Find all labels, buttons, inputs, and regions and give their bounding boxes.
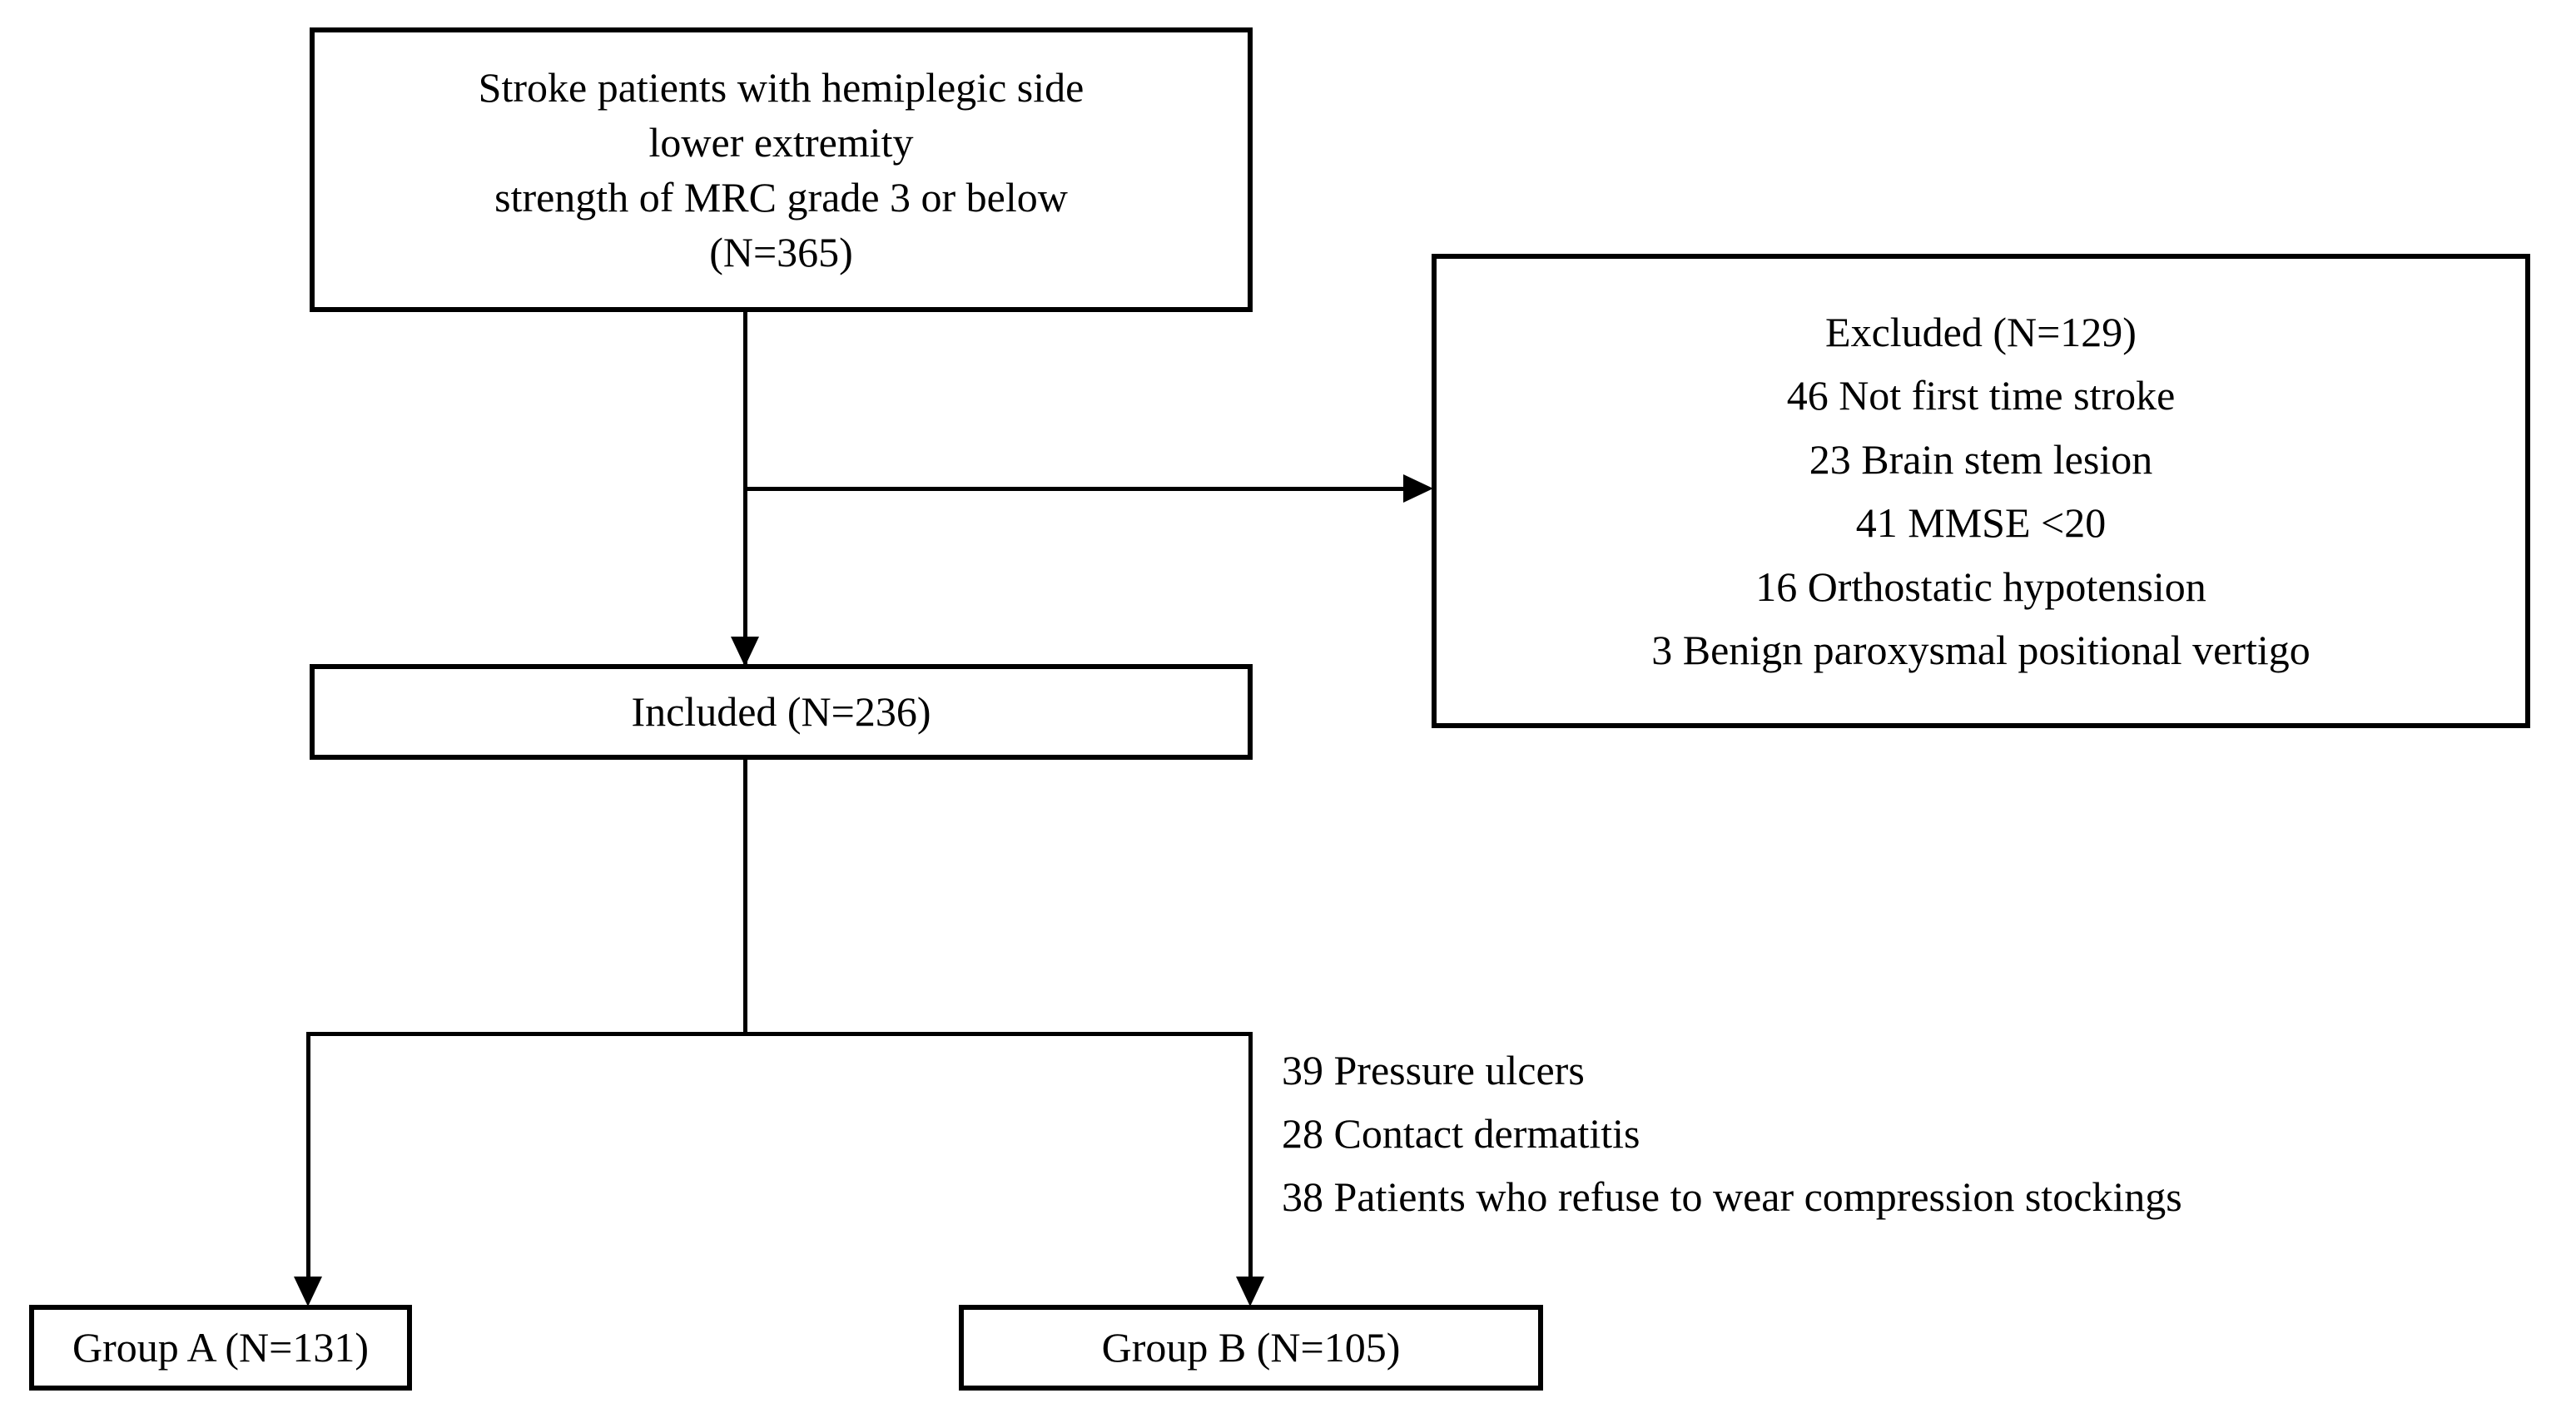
source-line-1: Stroke patients with hemiplegic side (478, 64, 1085, 111)
excluded-reason-4: 16 Orthostatic hypotension (1755, 563, 2206, 610)
connector-to-excluded (743, 487, 1409, 491)
arrowhead-down-group-a-icon (294, 1277, 322, 1306)
side-note-1: 39 Pressure ulcers (1282, 1047, 1585, 1093)
arrowhead-right-icon (1403, 474, 1433, 503)
excluded-reason-5: 3 Benign paroxysmal positional vertigo (1651, 627, 2310, 673)
source-line-3: strength of MRC grade 3 or below (494, 174, 1068, 221)
group-a-label: Group A (N=131) (72, 1324, 369, 1371)
included-box: Included (N=236) (310, 664, 1253, 760)
group-b-label: Group B (N=105) (1101, 1324, 1401, 1371)
arrowhead-down-icon (731, 637, 759, 667)
excluded-box: Excluded (N=129) 46 Not first time strok… (1432, 254, 2530, 728)
excluded-reason-1: 46 Not first time stroke (1786, 372, 2176, 419)
source-line-4: (N=365) (709, 229, 853, 275)
excluded-reason-2: 23 Brain stem lesion (1809, 435, 2153, 483)
arrowhead-down-group-b-icon (1236, 1277, 1264, 1306)
source-line-2: lower extremity (648, 119, 914, 166)
group-a-box: Group A (N=131) (29, 1305, 412, 1391)
connector-split-bar (308, 1032, 1253, 1036)
side-note-2: 28 Contact dermatitis (1282, 1110, 1640, 1157)
excluded-reason-3: 41 MMSE <20 (1855, 499, 2107, 546)
connector-split-to-group-b (1248, 1032, 1253, 1282)
group-b-box: Group B (N=105) (959, 1305, 1543, 1391)
source-population-box: Stroke patients with hemiplegic side low… (310, 27, 1253, 312)
connector-included-to-split (743, 760, 747, 1034)
connector-split-to-group-a (306, 1032, 310, 1282)
side-note-3: 38 Patients who refuse to wear compressi… (1282, 1173, 2182, 1220)
included-label: Included (N=236) (631, 688, 931, 735)
side-notes-block: 39 Pressure ulcers 28 Contact dermatitis… (1282, 1039, 2564, 1228)
excluded-title: Excluded (N=129) (1825, 308, 2137, 355)
